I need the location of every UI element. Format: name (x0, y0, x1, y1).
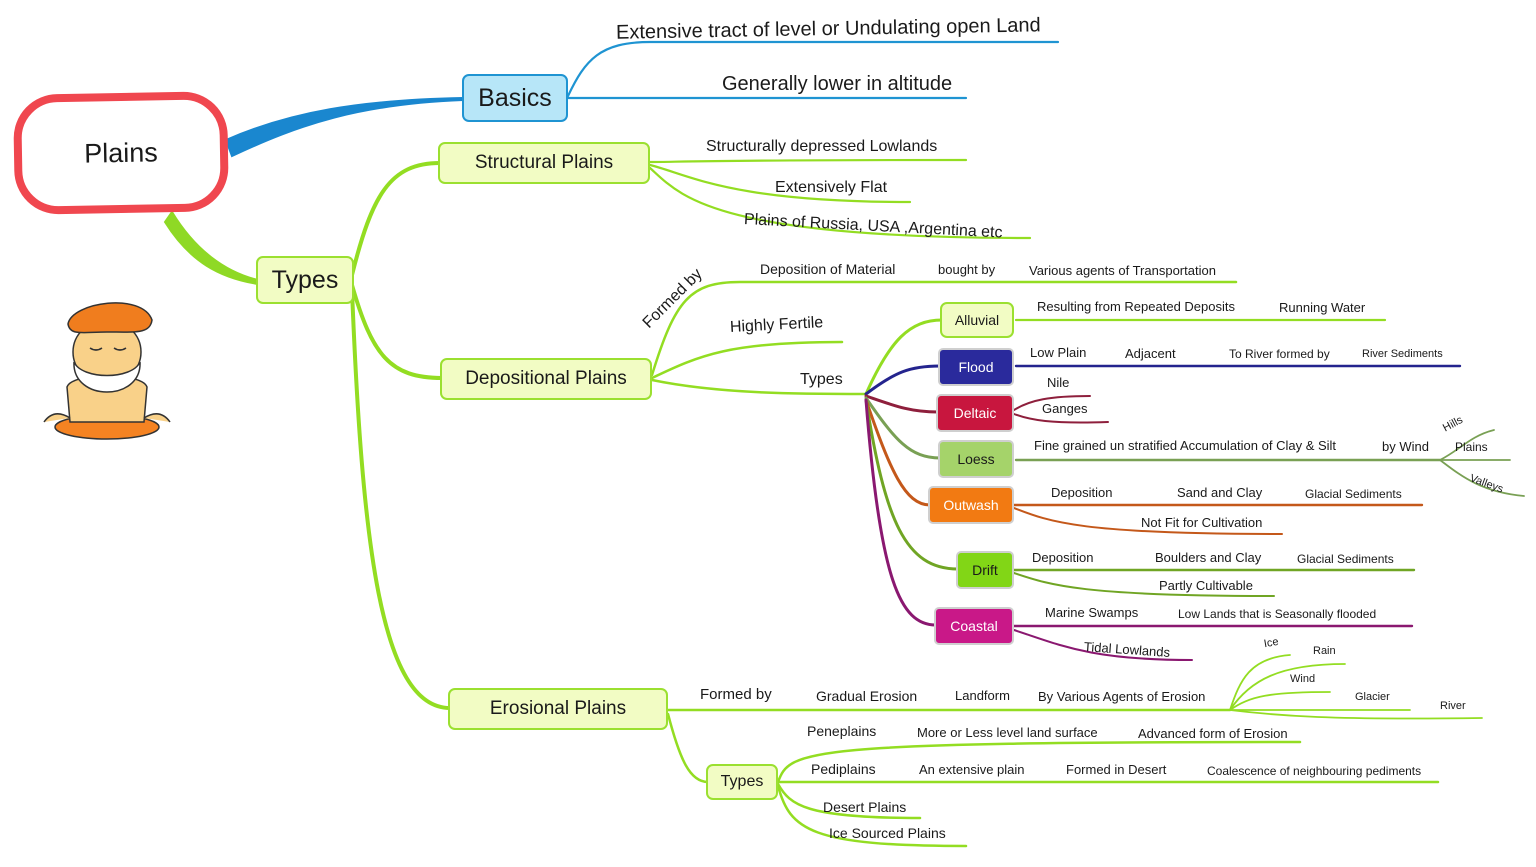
deltaic-label: Deltaic (953, 405, 997, 421)
flood-item-2: Adjacent (1125, 346, 1176, 361)
node-flood[interactable]: Flood (938, 348, 1014, 386)
drift-item-2: Boulders and Clay (1155, 550, 1262, 565)
erosional-agent-rain: Rain (1313, 645, 1336, 657)
node-structural-plains[interactable]: Structural Plains (438, 142, 650, 184)
structural-item-1: Structurally depressed Lowlands (706, 138, 938, 155)
root-node-plains[interactable]: Plains (12, 91, 230, 215)
outwash-item-1: Deposition (1051, 485, 1113, 500)
pediplains-item-1: An extensive plain (919, 762, 1025, 777)
node-basics[interactable]: Basics (462, 74, 568, 122)
node-erosional-types[interactable]: Types (706, 764, 778, 800)
ice-sourced-plains-label: Ice Sourced Plains (829, 825, 946, 841)
loess-sub-plains: Plains (1455, 440, 1488, 454)
desert-plains-label: Desert Plains (823, 799, 907, 815)
outwash-item-2: Sand and Clay (1177, 485, 1263, 500)
coastal-item-2: Low Lands that is Seasonally flooded (1178, 607, 1377, 621)
node-loess[interactable]: Loess (938, 440, 1014, 478)
branch-types (163, 210, 259, 286)
peneplains-item-1: More or Less level land surface (917, 725, 1098, 740)
flood-item-1: Low Plain (1030, 345, 1087, 360)
depositional-formed-item-3: Various agents of Transportation (1029, 263, 1216, 278)
peneplains-item-2: Advanced form of Erosion (1138, 726, 1288, 741)
basics-label: Basics (478, 83, 552, 112)
pediplains-label: Pediplains (811, 761, 876, 777)
peneplains-label: Peneplains (807, 723, 877, 739)
erosional-formed-item-2: Landform (955, 688, 1010, 703)
node-coastal[interactable]: Coastal (934, 607, 1014, 645)
node-outwash[interactable]: Outwash (928, 486, 1014, 524)
drift-item-4: Partly Cultivable (1159, 578, 1253, 593)
deltaic-item-1: Nile (1047, 375, 1070, 390)
drift-item-3: Glacial Sediments (1297, 552, 1394, 566)
erosional-agent-glacier: Glacier (1355, 691, 1390, 703)
node-drift[interactable]: Drift (956, 551, 1014, 589)
outwash-label: Outwash (943, 497, 999, 513)
root-label: Plains (83, 136, 159, 169)
sage-mascot-illustration (43, 302, 171, 440)
flood-item-4: River Sediments (1362, 348, 1443, 360)
loess-label: Loess (957, 451, 995, 467)
coastal-label: Coastal (950, 618, 998, 634)
alluvial-label: Alluvial (954, 312, 1000, 328)
depositional-label: Depositional Plains (465, 368, 627, 389)
erosional-formed-by: Formed by (700, 686, 772, 703)
loess-item-1: Fine grained un stratified Accumulation … (1034, 438, 1337, 453)
outwash-item-3: Glacial Sediments (1305, 487, 1402, 501)
node-depositional-plains[interactable]: Depositional Plains (440, 358, 652, 400)
erosional-formed-item-3: By Various Agents of Erosion (1038, 689, 1206, 704)
depositional-formed-item-2: bought by (938, 262, 996, 277)
drift-label: Drift (972, 562, 998, 578)
flood-item-3: To River formed by (1229, 347, 1330, 361)
loess-item-2: by Wind (1382, 439, 1429, 454)
node-deltaic[interactable]: Deltaic (936, 394, 1014, 432)
branch-basics (224, 96, 464, 158)
flood-label: Flood (958, 359, 994, 375)
structural-label: Structural Plains (474, 152, 614, 173)
node-alluvial[interactable]: Alluvial (940, 302, 1014, 338)
pediplains-item-2: Formed in Desert (1066, 762, 1167, 777)
node-types[interactable]: Types (256, 256, 354, 304)
alluvial-item-2: Running Water (1279, 300, 1366, 315)
node-erosional-plains[interactable]: Erosional Plains (448, 688, 668, 730)
erosional-agent-river: River (1440, 700, 1466, 712)
erosional-formed-item-1: Gradual Erosion (816, 688, 918, 704)
basics-item-2: Generally lower in altitude (722, 73, 953, 95)
types-label: Types (271, 265, 339, 294)
pediplains-item-3: Coalescence of neighbouring pediments (1207, 764, 1422, 778)
erosional-agent-wind: Wind (1290, 673, 1316, 685)
outwash-item-4: Not Fit for Cultivation (1141, 515, 1263, 530)
erosional-types-label: Types (720, 773, 764, 790)
depositional-formed-item-1: Deposition of Material (760, 261, 896, 277)
erosional-label: Erosional Plains (489, 698, 627, 719)
alluvial-item-1: Resulting from Repeated Deposits (1037, 299, 1235, 314)
deltaic-item-2: Ganges (1042, 401, 1088, 416)
coastal-item-1: Marine Swamps (1045, 605, 1139, 620)
depositional-types-label: Types (800, 371, 843, 388)
drift-item-1: Deposition (1032, 550, 1094, 565)
structural-item-2: Extensively Flat (775, 179, 888, 196)
